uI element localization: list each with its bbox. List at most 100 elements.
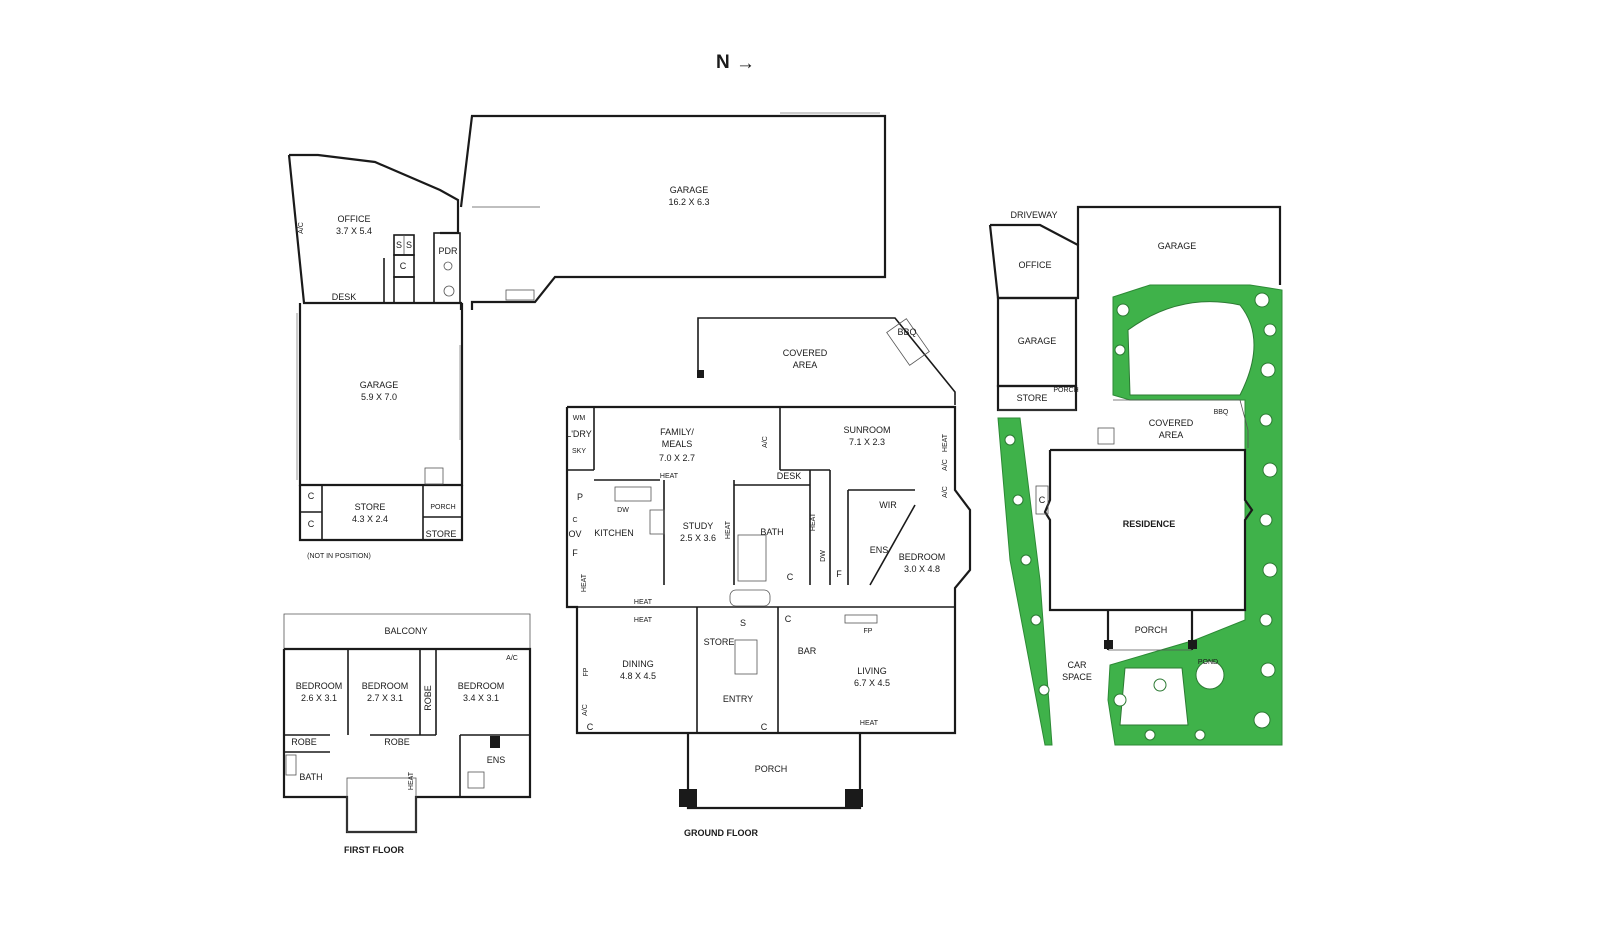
office-dims: 3.7 X 5.4 (336, 226, 372, 236)
sunroom-name: SUNROOM (844, 425, 891, 435)
sky-label: SKY (572, 448, 586, 455)
ac-label-bedroom: A/C (942, 486, 949, 498)
pdr-label: PDR (438, 246, 458, 256)
bedroom1-dims: 2.6 X 3.1 (301, 693, 337, 703)
balcony-label: BALCONY (384, 626, 427, 636)
tree-icon (1263, 323, 1277, 337)
tree-icon (1254, 292, 1270, 308)
bedroom-dims: 3.0 X 4.8 (904, 564, 940, 574)
shower-first (467, 771, 485, 789)
tree-icon (1259, 613, 1273, 627)
site-garage-label: GARAGE (1018, 336, 1057, 346)
steps-icon (424, 467, 444, 485)
living-name: LIVING (857, 666, 887, 676)
stairs-ground (734, 639, 758, 675)
garage-large-name: GARAGE (670, 185, 709, 195)
bath-label-first: BATH (299, 772, 322, 782)
study-dims: 2.5 X 3.6 (680, 533, 716, 543)
porch-post-left (679, 789, 697, 807)
robe-label-2: ROBE (384, 737, 410, 747)
covered-area-line1: COVERED (783, 348, 828, 358)
tree-icon (1020, 554, 1032, 566)
not-in-position-label: (NOT IN POSITION) (307, 553, 371, 560)
driveway-label: DRIVEWAY (1010, 210, 1057, 220)
site-c-box (1035, 485, 1049, 515)
family-line2: MEALS (662, 439, 693, 449)
c-label-dining: C (587, 722, 594, 732)
tree-icon (1113, 693, 1127, 707)
robe-label-1: ROBE (291, 737, 317, 747)
desk-label: DESK (332, 292, 357, 302)
post-square (697, 370, 704, 378)
heat-label-sunroom: HEAT (942, 433, 949, 452)
tree-icon (1260, 362, 1276, 378)
bedroom3-name: BEDROOM (458, 681, 505, 691)
garage-large-walls (459, 114, 887, 310)
site-porch-label: PORCH (1135, 625, 1168, 635)
garage-small-name: GARAGE (360, 380, 399, 390)
bbq-bench (886, 318, 930, 366)
dining-dims: 4.8 X 4.5 (620, 671, 656, 681)
tree-icon (1116, 303, 1130, 317)
garage-small-dims: 5.9 X 7.0 (361, 392, 397, 402)
pdr-room (433, 232, 461, 304)
heat-label-living: HEAT (860, 720, 879, 727)
ground-floor: COVERED AREA BBQ FAMILY/ MEALS 7.0 X 2.7… (565, 317, 972, 838)
store-dims: 4.3 X 2.4 (352, 514, 388, 524)
tree-icon (1114, 344, 1126, 356)
wir-label: WIR (879, 500, 897, 510)
covered-area-outline (697, 317, 956, 405)
pond-icon (1153, 678, 1167, 692)
robe-label-vertical: ROBE (423, 685, 433, 711)
c-label-entry: C (761, 722, 768, 732)
bath-tub-first (285, 754, 297, 776)
wall-ens-diag (869, 504, 916, 586)
store-name: STORE (355, 502, 386, 512)
c-label-kitchen: C (572, 517, 577, 524)
office-ac-label: A/C (298, 222, 305, 234)
s-label-1: S (396, 240, 402, 250)
covered-area-line2: AREA (793, 360, 818, 370)
tree-icon (1259, 413, 1273, 427)
pond-label: POND (1198, 659, 1218, 666)
site-bbq-label: BBQ (1214, 409, 1229, 416)
fireplace-box (844, 614, 878, 624)
site-office-label: OFFICE (1019, 260, 1052, 270)
site-office (988, 223, 1080, 300)
f-label-kitchen: F (572, 548, 578, 558)
basin-icon (443, 285, 455, 297)
site-porch-post-left (1104, 640, 1113, 649)
balcony-outline (283, 613, 531, 649)
porch-post-right (845, 789, 863, 807)
grass-left (997, 417, 1053, 746)
entry-label: ENTRY (723, 694, 753, 704)
site-step-icon (1097, 427, 1115, 445)
office-name: OFFICE (338, 214, 371, 224)
fp-label-dining: FP (583, 667, 590, 676)
residence-outline (1043, 448, 1254, 612)
c-label-bath: C (787, 572, 794, 582)
site-garage-top-label: GARAGE (1158, 241, 1197, 251)
site-covered-line1: COVERED (1149, 418, 1194, 428)
garden-bed (1119, 667, 1189, 726)
sunroom-dims: 7.1 X 2.3 (849, 437, 885, 447)
f-label-ens: F (836, 569, 842, 579)
sink-kitchen (614, 486, 652, 502)
garage-large-dims: 16.2 X 6.3 (668, 197, 709, 207)
desk-label-ground: DESK (777, 471, 802, 481)
bedroom2-dims: 2.7 X 3.1 (367, 693, 403, 703)
porch-label-ground: PORCH (755, 764, 788, 774)
site-porch-post-right (1188, 640, 1197, 649)
ldry-label: L'DRY (566, 429, 592, 439)
store-label-ground: STORE (704, 637, 735, 647)
car-space-line2: SPACE (1062, 672, 1092, 682)
upper-building: OFFICE 3.7 X 5.4 GARAGE 16.2 X 6.3 GARAG… (287, 112, 887, 560)
tree-icon (1262, 462, 1278, 478)
heat-label-first: HEAT (408, 771, 415, 790)
porch-outline (686, 733, 862, 810)
ground-floor-outline (565, 405, 972, 735)
heat-label-hall2: HEAT (634, 617, 653, 624)
north-compass: N → (716, 52, 755, 74)
shower-box (393, 276, 415, 304)
bedroom2-name: BEDROOM (362, 681, 409, 691)
